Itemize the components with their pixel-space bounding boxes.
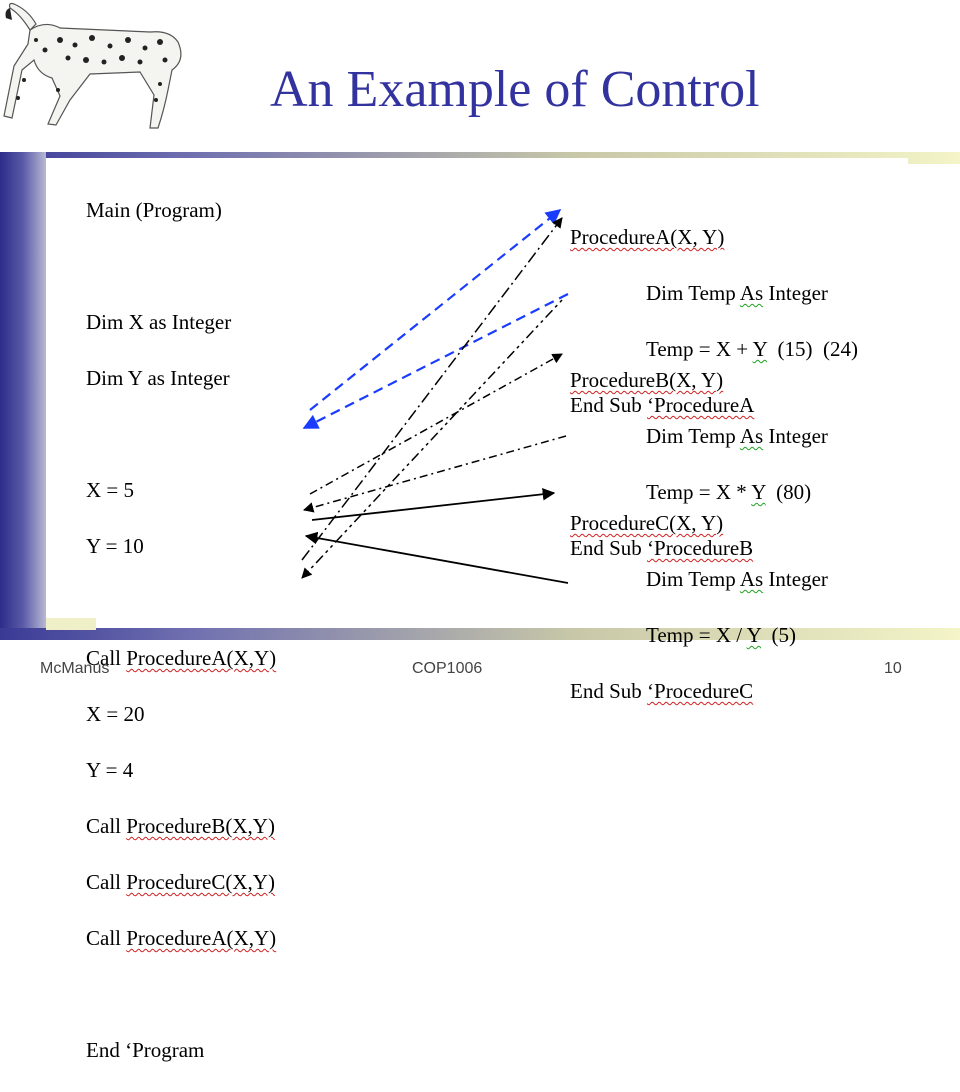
footer-author: McManus	[40, 660, 110, 677]
temp-values: (5)	[760, 623, 796, 647]
end-comment: ‘ProcedureA	[647, 393, 755, 417]
temp-values: (15) (24)	[766, 337, 858, 361]
procedure-a-dim: Dim Temp As Integer	[570, 279, 858, 307]
procedure-a-block: ProcedureA(X, Y) Dim Temp As Integer Tem…	[570, 195, 858, 447]
main-assign-x20: X = 20	[86, 702, 145, 726]
main-call-procedure-b: Call ProcedureB(X,Y)	[86, 812, 276, 840]
procedure-b-header: ProcedureB(X, Y)	[570, 368, 724, 392]
dim-type: Integer	[763, 567, 828, 591]
footer-course: COP1006	[412, 660, 483, 677]
procedure-a-temp: Temp = X + Y (15) (24)	[570, 335, 858, 363]
dim-type: Integer	[763, 424, 828, 448]
procedure-c-end: End Sub ‘ProcedureC	[570, 677, 828, 705]
end-comment: ‘ProcedureB	[647, 536, 754, 560]
main-assign-y10: Y = 10	[86, 534, 144, 558]
call-target: ProcedureB(X,Y)	[126, 814, 275, 838]
main-call-procedure-a-1: Call ProcedureA(X,Y)	[86, 644, 276, 672]
temp-expr: Temp = X *	[646, 480, 752, 504]
call-target: ProcedureA(X,Y)	[126, 646, 277, 670]
slide-left-band	[0, 152, 46, 640]
dim-text: Dim Temp	[646, 281, 740, 305]
main-header: Main (Program)	[86, 198, 222, 222]
temp-y: Y	[751, 480, 766, 504]
as-keyword: As	[739, 281, 764, 305]
call-keyword: Call	[86, 646, 127, 670]
procedure-b-dim: Dim Temp As Integer	[570, 422, 828, 450]
temp-expr: Temp = X +	[646, 337, 753, 361]
as-keyword: As	[739, 567, 764, 591]
procedure-a-end: End Sub ‘ProcedureA	[570, 391, 858, 419]
main-end: End ‘Program	[86, 1038, 205, 1062]
end-sub: End Sub	[570, 679, 648, 703]
temp-y: Y	[746, 623, 761, 647]
end-comment: ‘ProcedureC	[647, 679, 754, 703]
call-target: ProcedureA(X,Y)	[126, 926, 277, 950]
end-sub: End Sub	[570, 536, 648, 560]
procedure-b-temp: Temp = X * Y (80)	[570, 478, 828, 506]
slide-corner-accent	[46, 616, 96, 630]
procedure-b-block: ProcedureB(X, Y) Dim Temp As Integer Tem…	[570, 338, 828, 590]
dalmatian-dog-icon	[3, 2, 182, 129]
main-call-procedure-c: Call ProcedureC(X,Y)	[86, 868, 276, 896]
dim-text: Dim Temp	[646, 567, 740, 591]
as-keyword: As	[739, 424, 764, 448]
dim-text: Dim Temp	[646, 424, 740, 448]
call-keyword: Call	[86, 870, 127, 894]
temp-y: Y	[752, 337, 767, 361]
main-dim-x: Dim X as Integer	[86, 310, 232, 334]
procedure-c-block: ProcedureC(X, Y) Dim Temp As Integer Tem…	[570, 481, 828, 733]
call-target: ProcedureC(X,Y)	[126, 870, 275, 894]
procedure-c-temp: Temp = X / Y (5)	[570, 621, 828, 649]
end-sub: End Sub	[570, 393, 648, 417]
slide-title: An Example of Control	[270, 61, 760, 118]
call-keyword: Call	[86, 814, 127, 838]
call-keyword: Call	[86, 926, 127, 950]
main-dim-y: Dim Y as Integer	[86, 366, 230, 390]
procedure-a-header: ProcedureA(X, Y)	[570, 225, 725, 249]
dim-type: Integer	[763, 281, 828, 305]
procedure-c-header: ProcedureC(X, Y)	[570, 511, 724, 535]
main-call-procedure-a-2: Call ProcedureA(X,Y)	[86, 924, 276, 952]
main-assign-x5: X = 5	[86, 478, 135, 502]
main-assign-y4: Y = 4	[86, 758, 134, 782]
slide-bottom-band	[0, 628, 960, 640]
footer-page-number: 10	[884, 660, 902, 677]
main-program-block: Main (Program) Dim X as Integer Dim Y as…	[86, 168, 276, 1092]
procedure-b-end: End Sub ‘ProcedureB	[570, 534, 828, 562]
temp-values: (80)	[765, 480, 812, 504]
temp-expr: Temp = X /	[646, 623, 747, 647]
procedure-c-dim: Dim Temp As Integer	[570, 565, 828, 593]
